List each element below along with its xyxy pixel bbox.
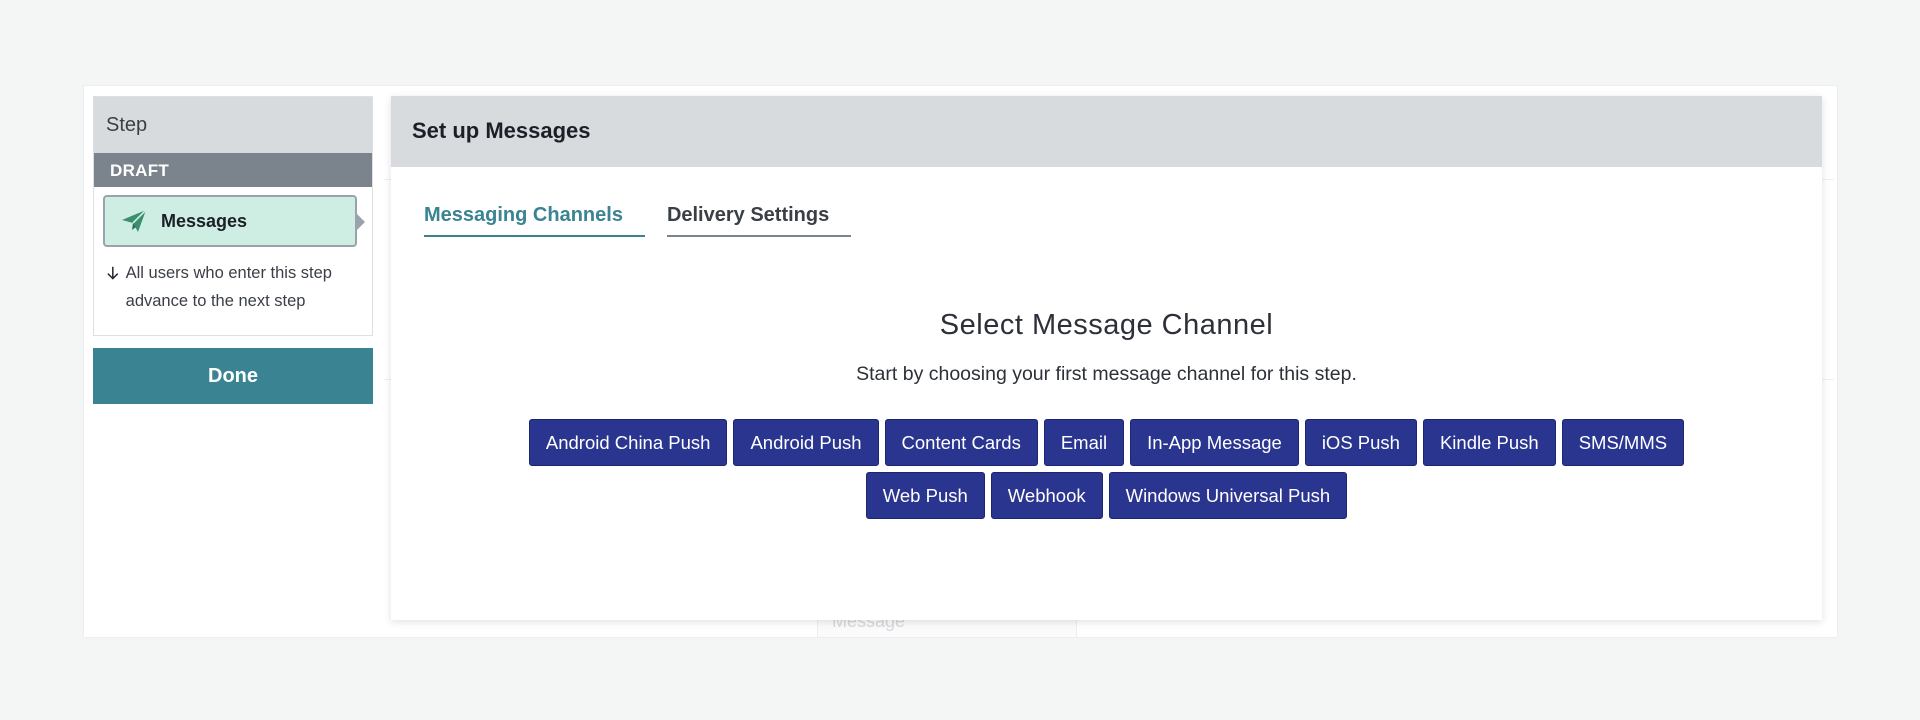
channel-row-2: Web Push Webhook Windows Universal Push (391, 472, 1822, 519)
channel-button-group: Android China Push Android Push Content … (391, 419, 1822, 525)
channel-android-push-button[interactable]: Android Push (733, 419, 879, 466)
step-panel: Step DRAFT Messages All users who enter … (93, 96, 373, 336)
channel-webhook-button[interactable]: Webhook (990, 472, 1103, 519)
channel-row-1: Android China Push Android Push Content … (391, 419, 1822, 466)
advance-note: All users who enter this step advance to… (106, 259, 368, 315)
modal-tabs: Messaging Channels Delivery Settings (424, 204, 852, 237)
paper-plane-icon (122, 209, 147, 232)
setup-messages-modal: Set up Messages Messaging Channels Deliv… (391, 96, 1822, 620)
channel-email-button[interactable]: Email (1043, 419, 1125, 466)
draft-status-bar: DRAFT (94, 153, 372, 187)
tab-messaging-channels[interactable]: Messaging Channels (424, 204, 645, 237)
modal-title: Set up Messages (391, 96, 1822, 167)
channel-ios-push-button[interactable]: iOS Push (1304, 419, 1417, 466)
select-channel-subtitle: Start by choosing your first message cha… (856, 363, 1357, 385)
messages-step-chip[interactable]: Messages (103, 195, 365, 247)
channel-kindle-push-button[interactable]: Kindle Push (1422, 419, 1556, 466)
channel-android-china-push-button[interactable]: Android China Push (528, 419, 728, 466)
done-button[interactable]: Done (93, 348, 373, 404)
step-panel-header: Step (94, 97, 372, 153)
channel-sms-mms-button[interactable]: SMS/MMS (1561, 419, 1685, 466)
chip-pointer (356, 213, 365, 231)
select-channel-heading: Select Message Channel (939, 309, 1274, 341)
tab-delivery-settings[interactable]: Delivery Settings (666, 204, 852, 237)
channel-windows-universal-push-button[interactable]: Windows Universal Push (1108, 472, 1348, 519)
advance-note-text: All users who enter this step advance to… (125, 264, 332, 310)
channel-web-push-button[interactable]: Web Push (865, 472, 985, 519)
arrow-down-icon (107, 266, 119, 280)
channel-in-app-message-button[interactable]: In-App Message (1130, 419, 1299, 466)
messages-chip-label: Messages (161, 210, 248, 231)
channel-content-cards-button[interactable]: Content Cards (884, 419, 1038, 466)
